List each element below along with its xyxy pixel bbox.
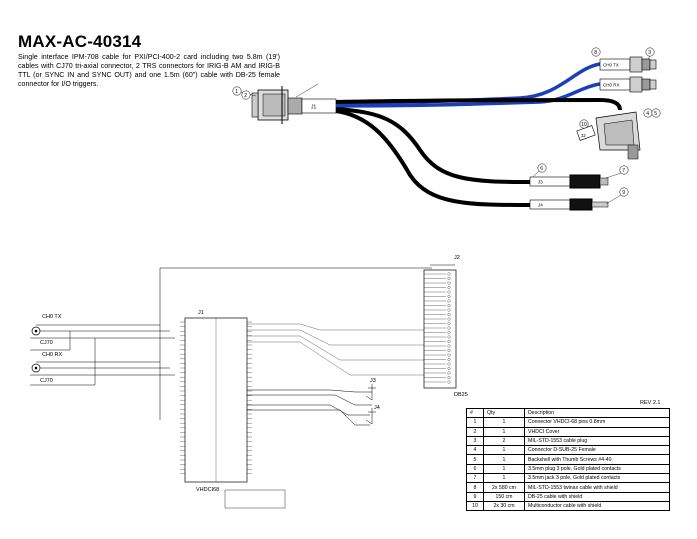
svg-text:3: 3 bbox=[648, 50, 651, 56]
balloon-3: 3 bbox=[645, 47, 655, 60]
bom-item-num: 10 bbox=[466, 500, 484, 512]
balloon-1: 1 bbox=[232, 86, 257, 97]
svg-text:2: 2 bbox=[244, 93, 247, 99]
bom-item-desc: Backshell with Thumb Screws #4-40 bbox=[524, 454, 670, 465]
j1-cable-label: J1 bbox=[311, 105, 317, 111]
balloon-6: 6 bbox=[532, 163, 547, 178]
bom-item-num: 8 bbox=[466, 482, 484, 493]
bom-item-desc: MIL-STD-1553 cable plug bbox=[524, 435, 670, 447]
bom-header-row: # Qty Description bbox=[466, 407, 670, 419]
bom-item-desc: Multiconductor cable with shield bbox=[524, 500, 670, 512]
cable-bundle bbox=[335, 62, 622, 207]
cj70-symbol-rx bbox=[31, 363, 41, 373]
bom-item-desc: VHDCI Cover bbox=[524, 426, 670, 437]
bom-item-num: 6 bbox=[466, 463, 484, 475]
bom-item-qty: 1 bbox=[483, 454, 525, 465]
balloon-2: 2 bbox=[241, 90, 251, 100]
bom-item-qty: 1 bbox=[483, 445, 525, 456]
bom-item-qty: 1 bbox=[483, 426, 525, 437]
bom-item-qty: 1 bbox=[483, 473, 525, 484]
balloon-4: 4 bbox=[643, 108, 653, 118]
page-title: MAX-AC-40314 bbox=[18, 32, 142, 51]
balloon-5: 5 bbox=[651, 108, 661, 118]
bom-header-desc: Description bbox=[524, 407, 670, 419]
bom-item-num: 3 bbox=[466, 435, 484, 447]
vhdci-connector: J1 bbox=[251, 86, 337, 124]
triax-connector-rx: CH0 RX bbox=[599, 76, 657, 93]
svg-text:6: 6 bbox=[540, 166, 543, 172]
bom-item-qty: 2x 30 cm bbox=[483, 500, 525, 512]
cj70-symbol-tx bbox=[31, 326, 41, 336]
bom-item-desc: Connector D-SUB-25 Female bbox=[524, 445, 670, 456]
db25-connector: J2 bbox=[576, 111, 641, 160]
j3-label: J3 bbox=[370, 378, 376, 384]
j4-label: J4 bbox=[374, 405, 380, 411]
balloon-10: 10 bbox=[579, 119, 589, 129]
bom-item-qty: 1 bbox=[483, 417, 525, 428]
j1-part-label: VHDCI68 bbox=[196, 487, 219, 493]
bom-item-num: 2 bbox=[466, 426, 484, 437]
db25-label: DB25 bbox=[454, 392, 468, 398]
balloon-9: 9 bbox=[605, 187, 629, 205]
svg-text:7: 7 bbox=[622, 168, 625, 174]
cable-description: Single interface IPM-708 cable for PXI/P… bbox=[18, 53, 280, 88]
cj70-tx-label: CJ70 bbox=[40, 340, 53, 346]
triax-connector-tx: CH0 TX bbox=[599, 56, 657, 73]
bom-item-num: 9 bbox=[466, 491, 484, 502]
revision-label: REV 2.1 bbox=[640, 400, 661, 406]
ch0-tx-cable-label: CH0 TX bbox=[603, 63, 619, 68]
trs-connector-j3: J3 bbox=[529, 174, 609, 189]
cj70-rx-label: CJ70 bbox=[40, 378, 53, 384]
item-balloons: 8 1 2 3 6 4 5 7 10 9 bbox=[232, 47, 661, 205]
trs-connector-j4: J4 bbox=[529, 198, 609, 211]
bom-item-desc: 3.5mm plug 3 pole, Gold plated contacts bbox=[524, 463, 670, 475]
svg-text:4: 4 bbox=[646, 111, 649, 117]
balloon-7: 7 bbox=[605, 165, 629, 179]
bom-item-qty: 1 bbox=[483, 463, 525, 475]
j2-label: J2 bbox=[454, 255, 460, 261]
bom-header-num: # bbox=[466, 407, 484, 419]
bom-item-num: 4 bbox=[466, 445, 484, 456]
j2-cable-label: J2 bbox=[581, 133, 586, 138]
bom-item-desc: MIL-STD-1553 twinax cable with shield bbox=[524, 482, 670, 493]
bom-item-qty: 2x 580 cm bbox=[483, 482, 525, 493]
svg-text:8: 8 bbox=[594, 50, 597, 56]
schematic bbox=[30, 264, 457, 509]
balloon-8: 8 bbox=[295, 47, 601, 98]
j1-label: J1 bbox=[198, 310, 204, 316]
svg-text:5: 5 bbox=[654, 111, 657, 117]
bom-item-qty: 2 bbox=[483, 435, 525, 447]
ch0-rx-cable-label: CH0 RX bbox=[603, 83, 620, 88]
bom-item-desc: DB-25 cable with shield bbox=[524, 491, 670, 502]
svg-text:10: 10 bbox=[581, 122, 587, 128]
svg-text:1: 1 bbox=[235, 89, 238, 95]
bom-item-num: 7 bbox=[466, 473, 484, 484]
ch0-tx-label: CH0 TX bbox=[42, 314, 62, 320]
bom-item-qty: 150 cm bbox=[483, 491, 525, 502]
j4-cable-label: J4 bbox=[538, 203, 543, 208]
bom-item-desc: 3.5mm jack 3 pole, Gold plated contacts bbox=[524, 473, 670, 484]
svg-text:9: 9 bbox=[622, 190, 625, 196]
bom-item-num: 5 bbox=[466, 454, 484, 465]
ch0-rx-label: CH0 RX bbox=[42, 352, 63, 358]
j3-cable-label: J3 bbox=[538, 180, 543, 185]
bom-item-desc: Connector VHDCI-68 pins 0.8mm bbox=[524, 417, 670, 428]
bom-item-num: 1 bbox=[466, 417, 484, 428]
bom-header-qty: Qty bbox=[483, 407, 525, 419]
